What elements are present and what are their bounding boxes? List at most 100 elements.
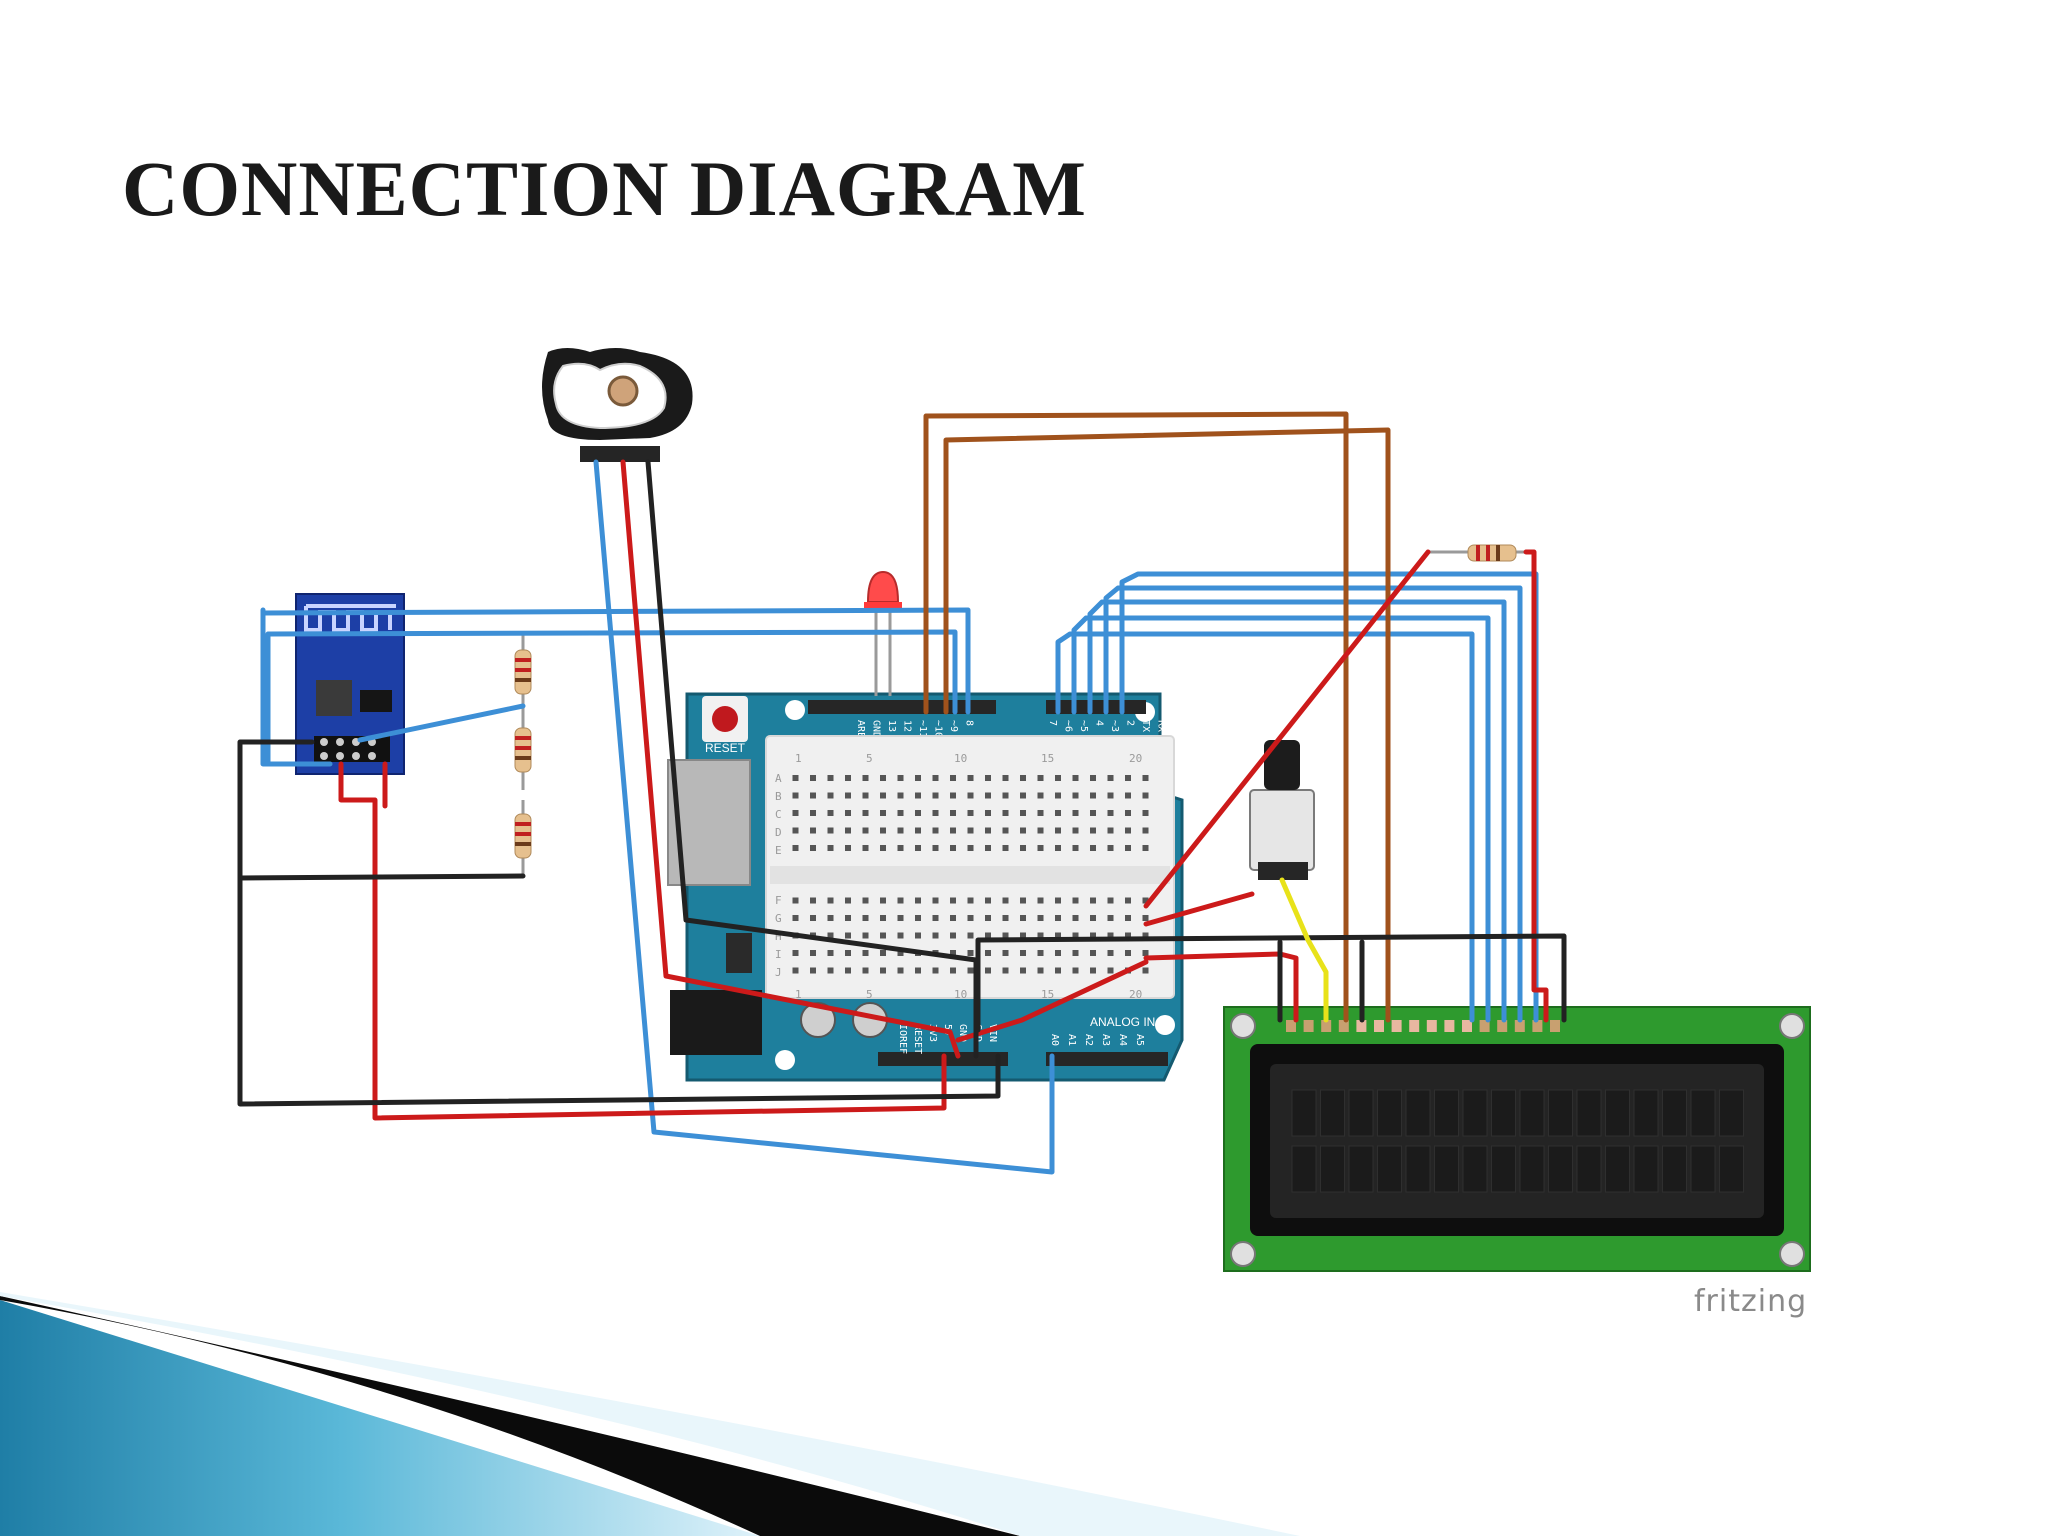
lcd-pin	[1497, 1020, 1508, 1032]
lcd-character-cell	[1633, 1089, 1659, 1137]
lcd-character-cell	[1662, 1089, 1687, 1137]
wire-brown	[943, 427, 1391, 1023]
wire-blue	[265, 629, 958, 767]
lcd-16x2-display	[1223, 1006, 1811, 1272]
resistor	[514, 712, 532, 790]
lcd-character-cell	[1548, 1089, 1573, 1137]
heart-sensor-led	[607, 375, 639, 407]
lcd-character-cell	[1605, 1145, 1630, 1193]
mount-hole	[1155, 1015, 1175, 1035]
wire-blue	[260, 607, 971, 715]
sensor-header	[580, 446, 660, 462]
potentiometer	[1249, 740, 1315, 880]
digital-pin-label: ~11	[917, 720, 928, 738]
wire-red	[338, 761, 947, 1121]
power-pin-label: IOREF	[897, 1024, 908, 1054]
wire-black	[237, 873, 526, 881]
lcd-pin	[1356, 1020, 1367, 1032]
breadboard-row-letter: B	[775, 790, 782, 803]
lcd-character-cell	[1348, 1145, 1374, 1193]
breadboard-row-letter: G	[775, 912, 782, 925]
lcd-character-cell	[1605, 1089, 1630, 1137]
lcd-character-cell	[1662, 1145, 1687, 1193]
wire-red	[955, 959, 1149, 1043]
wire-brown	[923, 411, 1349, 1023]
lcd-character-cell	[1405, 1145, 1431, 1193]
fritzing-watermark: fritzing	[1694, 1284, 1808, 1319]
reset-button-cap[interactable]	[712, 706, 738, 732]
lcd-character-cell	[1576, 1089, 1602, 1137]
lcd-character-cell	[1576, 1145, 1602, 1193]
wire-blue	[593, 459, 1055, 1175]
wire-red	[620, 459, 961, 1059]
analog-in-label: ANALOG IN	[1090, 1015, 1155, 1029]
lcd-pin	[1444, 1020, 1455, 1032]
lcd-character-cell	[1320, 1089, 1345, 1137]
breadboard-column-number: 15	[1041, 988, 1054, 1001]
digital-pin-label: ~6	[1063, 720, 1074, 732]
breadboard-column-number: 20	[1129, 988, 1142, 1001]
breadboard-row-letter: H	[775, 930, 782, 943]
analog-header	[1046, 1052, 1168, 1066]
power-pin-label: VIN	[987, 1024, 998, 1042]
esp-chip	[316, 680, 352, 716]
breadboard-column-number: 10	[954, 988, 967, 1001]
lcd-screw	[1779, 1013, 1805, 1039]
lcd-character-cell	[1719, 1145, 1744, 1193]
wire-red	[1143, 951, 1299, 1023]
capacitor	[800, 1002, 836, 1038]
analog-pin-label: A4	[1117, 1034, 1128, 1046]
wire-red	[1523, 549, 1549, 1023]
breadboard-row-letter: D	[775, 826, 782, 839]
lcd-character-cell	[1377, 1145, 1402, 1193]
esp8266-module	[295, 593, 405, 775]
lcd-character-cell	[1462, 1089, 1488, 1137]
digital-pin-label: 2	[1125, 720, 1136, 726]
lcd-character-cell	[1519, 1089, 1545, 1137]
lcd-pin	[1286, 1020, 1296, 1032]
lcd-screw	[1230, 1013, 1256, 1039]
breadboard-column-number: 1	[795, 752, 802, 765]
decorative-swoosh	[0, 1292, 1300, 1536]
potentiometer-knob[interactable]	[1264, 740, 1300, 790]
breadboard-column-number: 1	[795, 988, 802, 1001]
lcd-character-cell	[1491, 1145, 1516, 1193]
lcd-pin	[1550, 1020, 1560, 1032]
breadboard-row-letter: E	[775, 844, 782, 857]
lcd-character-cell	[1548, 1145, 1573, 1193]
digital-pin-label: ~5	[1078, 720, 1089, 732]
breadboard-column-number: 15	[1041, 752, 1054, 765]
lcd-pin	[1514, 1020, 1525, 1032]
voltage-regulator	[726, 933, 752, 973]
lcd-pin	[1391, 1020, 1402, 1032]
digital-pin-label: 12	[902, 720, 913, 732]
wire-yellow	[1279, 877, 1329, 1023]
lcd-character-cell	[1434, 1089, 1459, 1137]
lcd-pin	[1321, 1020, 1332, 1032]
analog-pin-label: A2	[1083, 1034, 1094, 1046]
analog-pin-label: A3	[1100, 1034, 1111, 1046]
lcd-pin	[1462, 1020, 1472, 1032]
wire-black	[237, 739, 1001, 1107]
digital-pin-label: AREF	[855, 720, 866, 744]
wire-red	[1143, 891, 1255, 927]
lcd-pin	[1409, 1020, 1420, 1032]
breadboard-column-number: 20	[1129, 752, 1142, 765]
lcd-pin	[1532, 1020, 1543, 1032]
mount-hole	[785, 700, 805, 720]
breadboard-row-letter: C	[775, 808, 782, 821]
lcd-pin-header	[1286, 1020, 1560, 1032]
digital-pin-label: ~9	[948, 720, 959, 732]
red-led	[864, 570, 902, 696]
lcd-pin	[1338, 1020, 1349, 1032]
wire-blue	[357, 703, 526, 743]
breadboard-row-letter: F	[775, 894, 782, 907]
lcd-screw	[1230, 1241, 1256, 1267]
digital-pin-label: 4	[1094, 720, 1105, 726]
lcd-character-cell	[1491, 1089, 1516, 1137]
